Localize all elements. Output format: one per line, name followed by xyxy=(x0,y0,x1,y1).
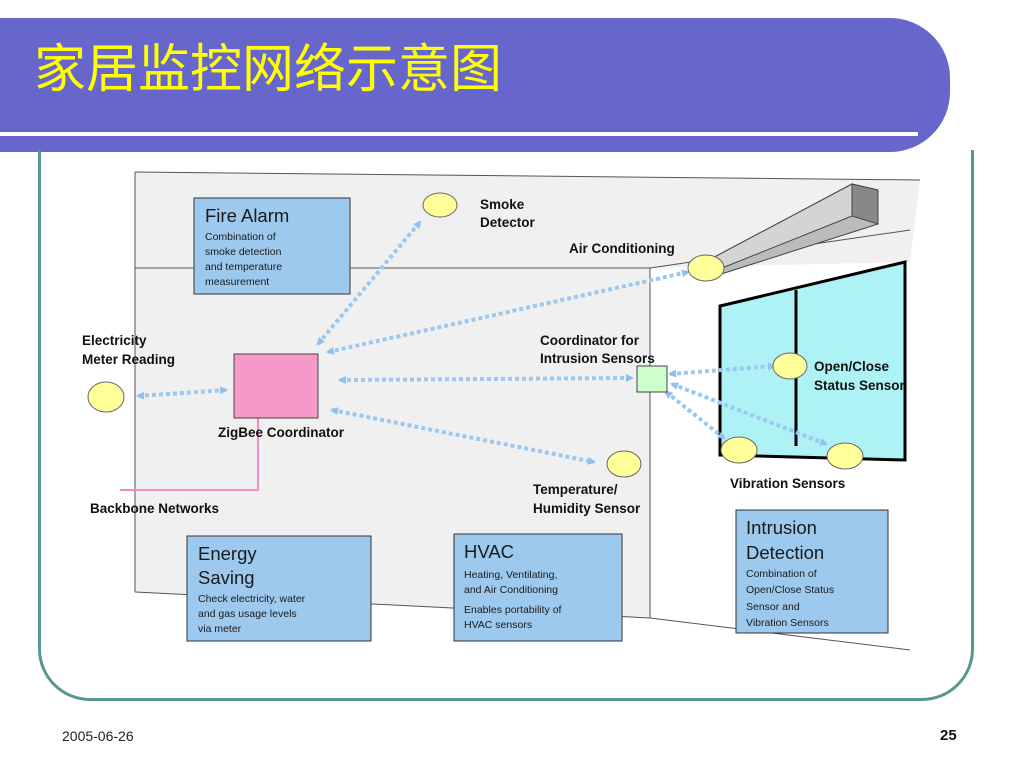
electricity-label-2: Meter Reading xyxy=(82,352,175,367)
electricity-label-1: Electricity xyxy=(82,333,147,348)
energy-saving-title-2: Saving xyxy=(198,567,255,588)
zigbee-coordinator-label: ZigBee Coordinator xyxy=(218,425,345,440)
intrusion-detection-box: Intrusion Detection Combination of Open/… xyxy=(735,509,889,634)
vibration-sensor-2 xyxy=(826,442,864,470)
smoke-label-2: Detector xyxy=(480,215,536,230)
intrusion-coordinator-box xyxy=(636,365,668,393)
smoke-label-1: Smoke xyxy=(480,197,525,212)
electricity-meter-sensor xyxy=(87,381,125,413)
energy-saving-title-1: Energy xyxy=(198,543,257,564)
temperature-label-2: Humidity Sensor xyxy=(533,501,641,516)
content-frame xyxy=(38,150,974,701)
title-underline xyxy=(0,132,918,136)
coordinator-intrusion-label-1: Coordinator for xyxy=(540,333,640,348)
arrow-electricity xyxy=(136,386,228,400)
fire-alarm-line-2: smoke detection xyxy=(205,246,282,258)
arrow-temperature xyxy=(330,407,596,465)
air-conditioning-label: Air Conditioning xyxy=(569,241,675,256)
page-number: 25 xyxy=(940,727,957,744)
intrusion-line-1: Combination of xyxy=(746,568,817,580)
energy-saving-line-3: via meter xyxy=(198,623,242,635)
intrusion-title-2: Detection xyxy=(746,542,824,563)
hvac-line-4: HVAC sensors xyxy=(464,619,532,631)
fire-alarm-line-1: Combination of xyxy=(205,231,276,243)
intrusion-title-1: Intrusion xyxy=(746,517,817,538)
vibration-sensor-1 xyxy=(720,436,758,464)
slide-title: 家居监控网络示意图 xyxy=(34,40,503,100)
coordinator-intrusion-label-2: Intrusion Sensors xyxy=(540,351,655,366)
footer-date: 2005-06-26 xyxy=(62,728,134,744)
backbone-label: Backbone Networks xyxy=(90,501,219,516)
intrusion-line-3: Sensor and xyxy=(746,601,800,613)
fire-alarm-line-3: and temperature xyxy=(205,261,282,273)
temperature-label-1: Temperature/ xyxy=(533,482,618,497)
fire-alarm-box: Fire Alarm Combination of smoke detectio… xyxy=(193,197,351,295)
energy-saving-line-2: and gas usage levels xyxy=(198,608,297,620)
hvac-line-2: and Air Conditioning xyxy=(464,584,558,596)
connection-arrows xyxy=(136,220,828,465)
energy-saving-box: Energy Saving Check electricity, water a… xyxy=(186,535,372,642)
hvac-title: HVAC xyxy=(464,541,514,562)
intrusion-line-2: Open/Close Status xyxy=(746,584,834,596)
energy-saving-line-1: Check electricity, water xyxy=(198,593,306,605)
open-close-sensor xyxy=(772,352,808,380)
fire-alarm-line-4: measurement xyxy=(205,276,269,288)
fire-alarm-title: Fire Alarm xyxy=(205,205,289,226)
hvac-box: HVAC Heating, Ventilating, and Air Condi… xyxy=(453,533,623,642)
backbone-line xyxy=(120,416,259,491)
arrow-air-conditioning xyxy=(326,269,690,355)
zigbee-coordinator-box xyxy=(233,353,319,419)
title-banner xyxy=(0,18,950,152)
intrusion-line-4: Vibration Sensors xyxy=(746,617,829,629)
smoke-detector-sensor xyxy=(422,192,458,218)
open-close-label-1: Open/Close xyxy=(814,359,890,374)
sensor-nodes xyxy=(87,192,864,478)
open-close-label-2: Status Sensor xyxy=(814,378,906,393)
arrow-open-close xyxy=(668,362,776,378)
air-conditioning-sensor xyxy=(687,254,725,282)
hvac-line-3: Enables portability of xyxy=(464,604,562,616)
temperature-sensor xyxy=(606,450,642,478)
vibration-label: Vibration Sensors xyxy=(730,476,845,491)
hvac-line-1: Heating, Ventilating, xyxy=(464,569,557,581)
